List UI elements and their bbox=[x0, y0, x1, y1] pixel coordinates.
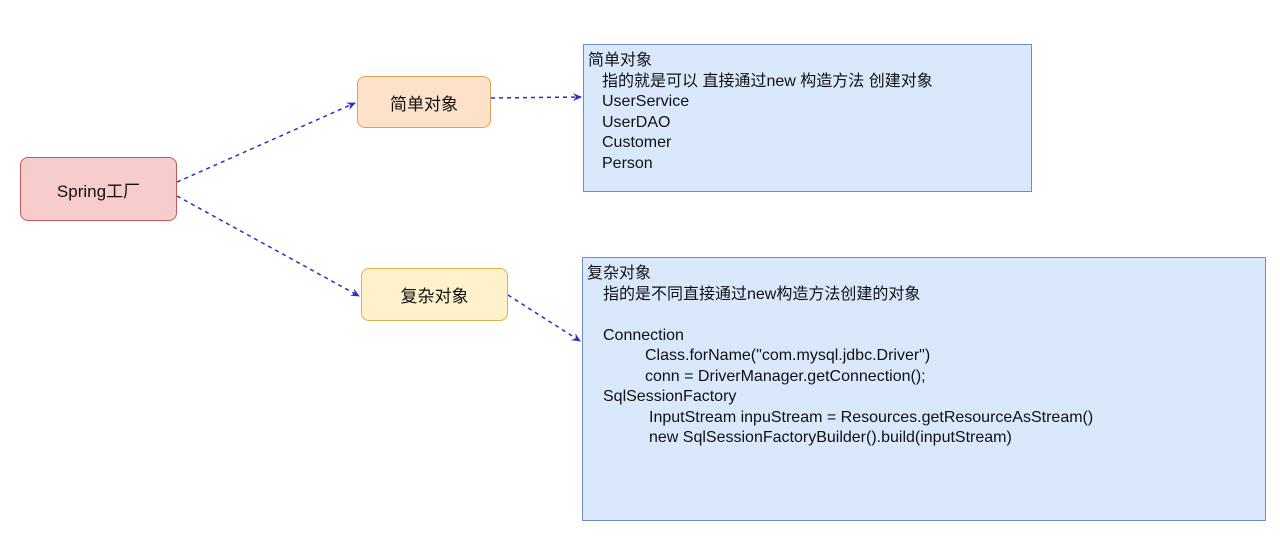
complex-object-node[interactable]: 复杂对象 bbox=[361, 268, 508, 321]
simple-note-title: 简单对象 bbox=[588, 52, 653, 69]
complex-object-note[interactable]: 复杂对象 指的是不同直接通过new构造方法创建的对象 Connection Cl… bbox=[582, 257, 1266, 521]
connection-code-line: Class.forName("com.mysql.jdbc.Driver") bbox=[645, 347, 931, 364]
connection-code-line: conn = DriverManager.getConnection(); bbox=[645, 367, 926, 385]
complex-object-label: 复杂对象 bbox=[400, 287, 469, 306]
simple-note-example: UserDAO bbox=[602, 113, 671, 131]
simple-note-example: Person bbox=[602, 154, 653, 172]
arrow-simple-to-note bbox=[490, 93, 582, 102]
sqlsessionfactory-code-line: InputStream inpuStream = Resources.getRe… bbox=[649, 408, 1094, 426]
simple-note-example: Customer bbox=[602, 134, 672, 151]
spring-factory-label: Spring工厂 bbox=[56, 181, 141, 201]
simple-object-node[interactable]: 简单对象 bbox=[357, 76, 491, 128]
simple-note-example: UserService bbox=[602, 93, 690, 110]
arrow-spring-to-simple bbox=[176, 102, 356, 183]
arrow-complex-to-note bbox=[507, 294, 581, 342]
arrow-spring-to-complex bbox=[176, 195, 360, 297]
complex-note-description: 指的是不同直接通过new构造方法创建的对象 bbox=[603, 285, 921, 303]
simple-object-note[interactable]: 简单对象 指的就是可以 直接通过new 构造方法 创建对象 UserServic… bbox=[583, 44, 1032, 192]
spring-factory-node[interactable]: Spring工厂 bbox=[20, 157, 177, 221]
simple-note-description: 指的就是可以 直接通过new 构造方法 创建对象 bbox=[602, 72, 933, 90]
complex-note-spacer bbox=[587, 305, 1261, 326]
sqlsessionfactory-heading: SqlSessionFactory bbox=[603, 388, 737, 405]
simple-object-label: 简单对象 bbox=[390, 94, 458, 114]
complex-note-title: 复杂对象 bbox=[587, 265, 652, 282]
connection-heading: Connection bbox=[603, 326, 684, 344]
sqlsessionfactory-code-line: new SqlSessionFactoryBuilder().build(inp… bbox=[649, 429, 1012, 446]
